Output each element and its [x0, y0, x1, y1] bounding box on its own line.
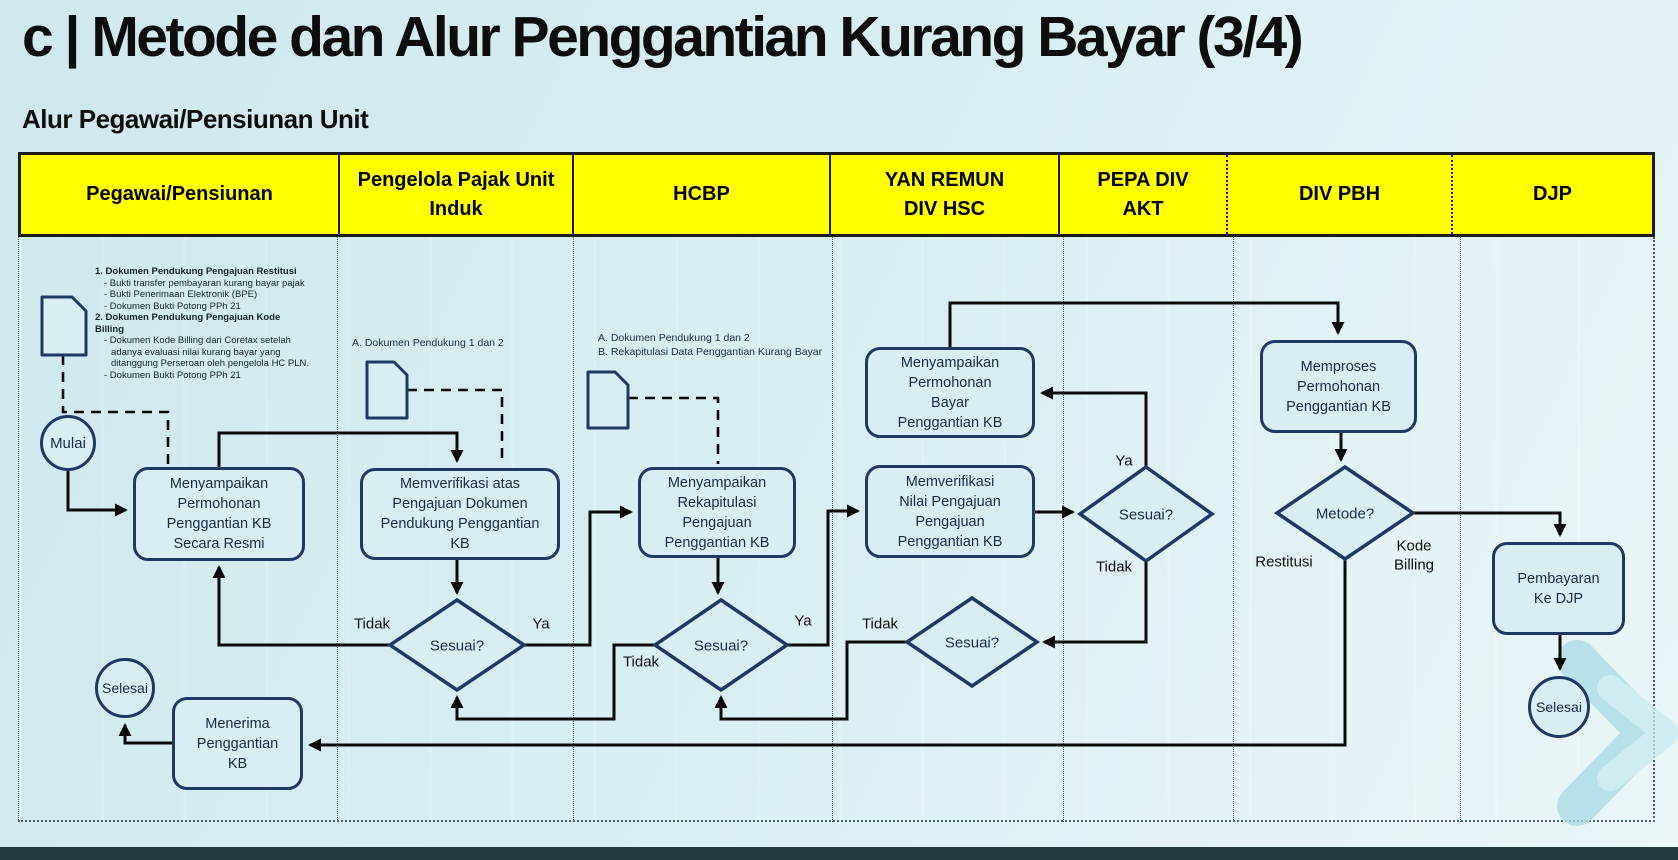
process-label: Pembayaran Ke DJP [1517, 570, 1600, 607]
lane-pegawai-pensiunan: Pegawai/Pensiunan [21, 155, 340, 234]
note-line: - Dokumen Bukti Potong PPh 21 [104, 300, 241, 312]
decision-label-sesuai: Sesuai? [944, 634, 1000, 652]
page-title: c | Metode dan Alur Penggantian Kurang B… [22, 5, 1304, 69]
process-menyampaikan-bayar: Menyampaikan Permohonan Bayar Penggantia… [865, 347, 1035, 438]
note-line: - Dokumen Kode Billing dari Coretax sete… [104, 335, 291, 346]
process-label: Menerima Penggantian KB [196, 715, 279, 772]
lane-divider [573, 237, 574, 822]
process-memverifikasi-nilai: Memverifikasi Nilai Pengajuan Pengajuan … [865, 465, 1035, 558]
decision-label-metode: Metode? [1315, 505, 1375, 523]
process-label: Memverifikasi atas Pengajuan Dokumen Pen… [380, 476, 540, 552]
bottom-bar [0, 847, 1678, 860]
process-label: Menyampaikan Permohonan Penggantian KB S… [166, 476, 272, 552]
note-line: 2. Dokumen Pendukung Pengajuan Kode Bill… [95, 312, 281, 335]
lane-divider [1460, 237, 1461, 822]
process-label: Memverifikasi Nilai Pengajuan Pengajuan … [897, 473, 1003, 550]
process-menerima-penggantian: Menerima Penggantian KB [172, 697, 303, 790]
decision-label-sesuai: Sesuai? [693, 637, 749, 655]
note-line: adanya evaluasi nilai kurang bayar yang [111, 346, 281, 358]
note-hcbp-a: A. Dokumen Pendukung 1 dan 2 [598, 332, 750, 344]
edge-label-tidak: Tidak [622, 653, 660, 671]
edge-label-ya: Ya [532, 615, 550, 633]
swimlane-header: Pegawai/Pensiunan Pengelola Pajak Unit I… [18, 152, 1655, 237]
page-subtitle: Alur Pegawai/Pensiunan Unit [22, 104, 369, 134]
process-memproses-permohonan: Memproses Permohonan Penggantian KB [1260, 340, 1417, 433]
decision-label-sesuai: Sesuai? [429, 637, 485, 655]
process-memverifikasi-dokumen: Memverifikasi atas Pengajuan Dokumen Pen… [360, 468, 560, 560]
lane-djp: DJP [1533, 183, 1572, 205]
end-node-selesai-pegawai: Selesai [95, 658, 155, 718]
process-label: Menyampaikan Rekapitulasi Pengajuan Peng… [664, 474, 770, 551]
end-node-selesai-djp: Selesai [1528, 676, 1590, 738]
lane-pepa: PEPA DIV AKT [1060, 155, 1228, 234]
process-menyampaikan-permohonan: Menyampaikan Permohonan Penggantian KB S… [133, 467, 305, 561]
edge-label-ya: Ya [794, 612, 812, 630]
lane-pengelola-pajak: Pengelola Pajak Unit Induk [340, 155, 574, 234]
note-line: - Bukti Penerimaan Elektronik (BPE) [104, 289, 258, 300]
edge-label-tidak: Tidak [353, 615, 391, 633]
lane-div-pbh: DIV PBH [1228, 155, 1453, 234]
note-hcbp-b: B. Rekapitulasi Data Penggantian Kurang … [598, 346, 823, 358]
note-line: ditanggung Perseroan oleh pengelola HC P… [111, 358, 310, 369]
process-label: Memproses Permohonan Penggantian KB [1286, 358, 1391, 415]
lane-divider [1233, 237, 1234, 822]
edge-label-kode-billing: Kode Billing [1393, 537, 1435, 573]
edge-label-tidak: Tidak [1095, 558, 1133, 576]
note-pengelola: A. Dokumen Pendukung 1 dan 2 [352, 337, 504, 349]
edge-label-ya: Ya [1115, 452, 1133, 470]
lane-yan-remun: YAN REMUN DIV HSC [831, 155, 1060, 234]
process-pembayaran-djp: Pembayaran Ke DJP [1492, 542, 1625, 635]
edge-label-tidak: Tidak [861, 615, 899, 633]
lane-hcbp: HCBP [574, 155, 831, 234]
edge-label-restitusi: Restitusi [1255, 553, 1313, 571]
start-node-mulai: Mulai [40, 415, 96, 471]
decision-label-sesuai: Sesuai? [1118, 506, 1174, 524]
lane-divider [1063, 237, 1064, 822]
note-line: - Dokumen Bukti Potong PPh 21 [104, 369, 241, 381]
note-dokumen-pendukung: 1. Dokumen Pendukung Pengajuan Restitusi… [95, 266, 310, 381]
process-menyampaikan-rekapitulasi: Menyampaikan Rekapitulasi Pengajuan Peng… [638, 467, 796, 558]
lane-divider [832, 237, 833, 822]
note-line: 1. Dokumen Pendukung Pengajuan Restitusi [95, 266, 297, 277]
note-line: - Bukti transfer pembayaran kurang bayar… [104, 277, 305, 289]
process-label: Menyampaikan Permohonan Bayar Penggantia… [897, 354, 1003, 431]
lane-divider [337, 237, 338, 822]
